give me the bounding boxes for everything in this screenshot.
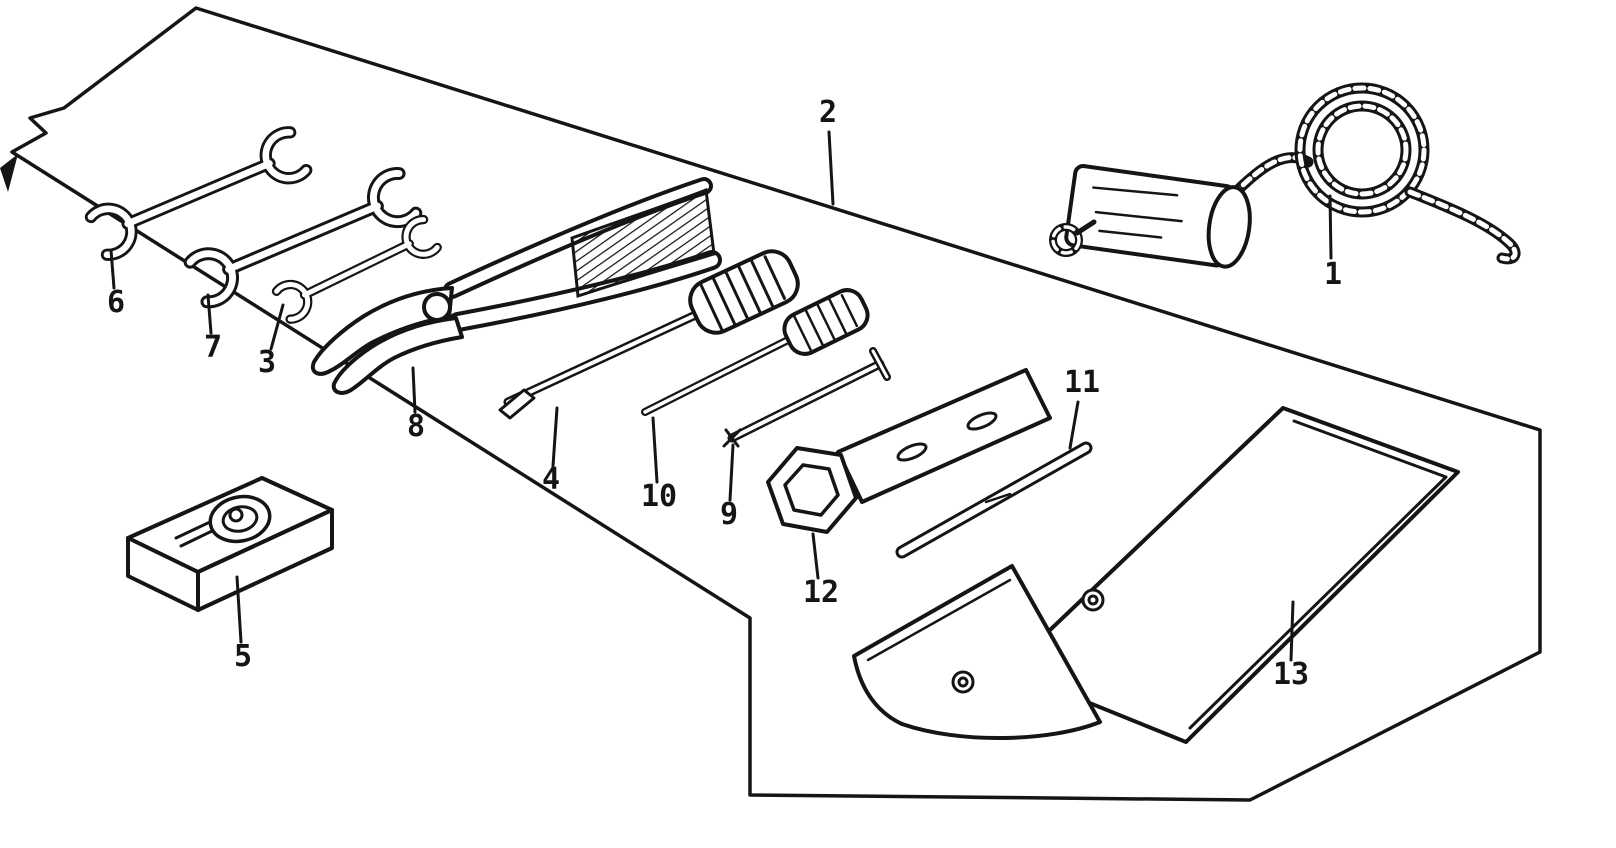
callout-4: 4 [542,406,560,497]
part-5-socket-case [126,476,334,612]
callout-2: 2 [819,95,837,206]
screwdriver-4-handle-ridges [698,255,787,333]
callout-8-leader [411,366,417,414]
callout-11-label: 11 [1064,365,1100,400]
callout-9: 9 [720,443,738,532]
plug-wrench-body [836,368,1052,504]
callout-13-leader [1289,600,1295,662]
bag-snap-2 [951,670,975,694]
phillips-shaft-core [730,362,882,440]
callout-5: 5 [234,575,252,674]
callout-5-leader [235,575,243,644]
callout-4-label: 4 [542,462,560,497]
callout-9-leader [728,443,735,502]
screwdriver-4-handle [688,249,800,335]
plug-wrench-hex-bore [783,463,840,517]
pliers-grip-band [570,187,716,299]
callout-12: 12 [803,532,839,610]
callout-6: 6 [107,248,125,320]
callout-10: 10 [641,416,677,514]
plug-wrench-hex-face [766,446,858,534]
callout-1-leader [1328,194,1333,260]
part-9-phillips-driver [722,347,891,448]
callout-2-label: 2 [819,95,837,130]
plug-wrench-slot-1 [896,442,928,462]
callout-7: 7 [204,293,222,365]
callout-3-label: 3 [258,345,276,380]
screwdriver-10-handle [782,288,870,356]
callout-7-leader [206,293,213,335]
pliers-handle-upper-core [447,181,709,295]
wood-grip-end [1206,185,1252,269]
callout-3: 3 [258,303,285,380]
bag-snap-1 [1081,588,1105,612]
callout-10-label: 10 [641,479,677,514]
pliers-handle-lower-core [452,254,718,328]
case-insert-lines [174,520,214,548]
rope-loop-outer-twist [1297,85,1427,215]
case-bore-center [228,507,244,523]
phillips-tip-cross [722,428,742,448]
bag-snap-2-center [957,676,969,688]
bag-flap [852,564,1102,741]
rope-knot-loop-twist [1051,225,1081,255]
plug-wrench-slot-2 [966,411,998,431]
callout-9-label: 9 [720,497,738,532]
phillips-end-bar-core [871,349,889,379]
callout-1: 1 [1324,194,1342,292]
bag-flap-seam [866,578,1012,662]
part-6-open-end-wrench [90,130,307,257]
rope-tail [1404,186,1521,265]
callout-11-leader [1068,400,1080,450]
part-13-tool-bag [852,406,1460,744]
callout-11: 11 [1064,365,1100,450]
callout-8-label: 8 [407,409,425,444]
screwdriver-10-shaft-core [643,336,794,414]
part-10-screwdriver [641,288,870,416]
part-12-spark-plug-wrench [766,368,1052,534]
case-left-face [126,536,200,612]
tommy-bar-slot-mark [984,492,1012,504]
wood-grip-grain [1092,186,1183,239]
callout-6-leader [109,248,116,290]
callout-1-label: 1 [1324,257,1342,292]
rope-tail-twist [1407,189,1518,262]
callout-13-label: 13 [1273,657,1309,692]
scan-noise-speck [0,154,18,192]
part-8-pliers [310,177,722,395]
wood-grip [1064,164,1252,269]
tray-outline [10,6,1542,802]
pliers-jaw-lower [331,316,464,395]
wrench-shape-6 [90,130,307,257]
callout-5-label: 5 [234,639,252,674]
callout-7-label: 7 [204,330,222,365]
part-11-tommy-bar [895,441,1093,559]
callout-10-leader [651,416,659,484]
callout-12-leader [811,532,820,580]
screwdriver-4-blade [498,388,536,420]
callout-3-leader [269,303,285,351]
bag-body [1006,406,1460,744]
callout-4-leader [551,406,559,468]
pliers-jaw-upper [310,286,454,376]
pliers-pivot [422,292,452,322]
part-4-screwdriver [498,249,800,420]
screwdriver-10-handle-ridges [792,294,859,353]
bag-seam [1188,419,1448,730]
callout-2-leader [827,130,835,206]
callout-12-label: 12 [803,575,839,610]
callout-8: 8 [407,366,425,444]
callout-13: 13 [1273,600,1309,692]
part-1-rope-grip [1049,82,1521,269]
rope-loop-inner-twist [1315,103,1409,197]
bag-snap-1-center [1087,594,1099,606]
screwdriver-4-shaft-core [506,310,704,404]
rope-knot-link [1074,219,1097,236]
callout-6-label: 6 [107,285,125,320]
